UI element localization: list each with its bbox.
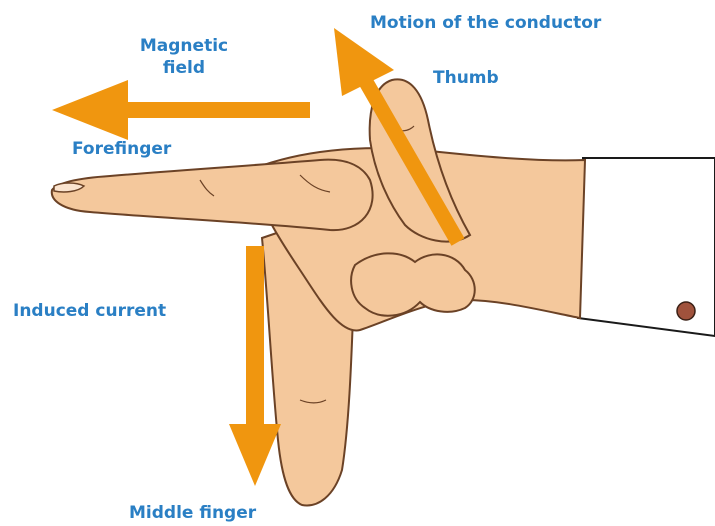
- magnetic-field-label-line2: field: [128, 58, 240, 78]
- middle-finger-label: Middle finger: [129, 503, 256, 523]
- magnetic-field-arrow: [52, 80, 310, 140]
- induced-current-label: Induced current: [13, 301, 166, 321]
- curled-fingers: [351, 253, 475, 315]
- forefinger-label: Forefinger: [72, 139, 171, 159]
- motion-label: Motion of the conductor: [370, 13, 601, 33]
- cufflink: [677, 302, 695, 320]
- thumb-label: Thumb: [433, 68, 499, 88]
- magnetic-field-label-line1: Magnetic: [128, 36, 240, 56]
